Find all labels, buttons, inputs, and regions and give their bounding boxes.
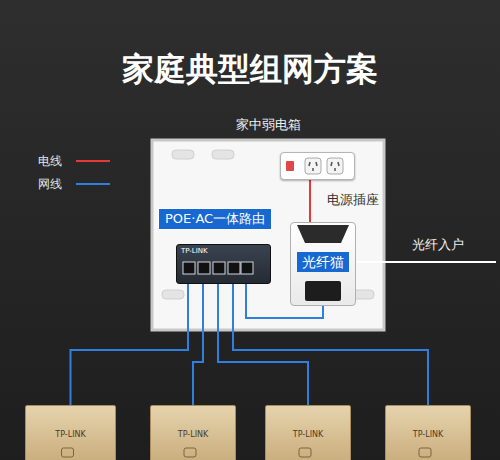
knockout-hole xyxy=(212,150,234,159)
modem-window xyxy=(305,281,341,301)
modem-badge: 光纤猫 xyxy=(297,252,349,272)
network-cable xyxy=(193,284,203,405)
cabinet-node: 电源插座POE·AC一体路由TP-LINK光纤猫家中弱电箱 xyxy=(152,140,384,330)
socket-pin xyxy=(312,168,314,171)
diagram-title: 家庭典型组网方案 xyxy=(0,48,500,92)
brand-label: TP-LINK xyxy=(386,430,470,440)
socket-symbol xyxy=(305,158,321,174)
ethernet-port xyxy=(241,262,253,274)
fiber-line xyxy=(352,261,496,263)
socket-pin xyxy=(334,168,336,171)
socket-pin xyxy=(309,162,310,166)
brand-label: TP-LINK xyxy=(26,430,115,440)
network-cable xyxy=(71,284,189,405)
panel-indicator xyxy=(299,448,311,457)
socket-pin xyxy=(316,162,317,166)
router-node: POE·AC一体路由 TP-LINK xyxy=(158,208,283,284)
legend-text: 网线 xyxy=(38,176,62,193)
panel-indicator xyxy=(419,448,431,457)
socket-pin xyxy=(331,162,332,166)
socket-label: 电源插座 xyxy=(327,191,379,209)
power-strip-sockets xyxy=(281,153,354,179)
ethernet-port xyxy=(213,262,225,274)
panel-node: TP-LINK xyxy=(265,405,351,460)
legend-line-sample xyxy=(76,183,110,185)
modem-node: 光纤猫 xyxy=(290,222,356,306)
brand-label: TP-LINK xyxy=(151,430,235,440)
ethernet-port xyxy=(183,262,195,274)
socket-pin xyxy=(338,162,339,166)
panel-node: TP-LINK xyxy=(385,405,471,460)
ethernet-port xyxy=(198,262,210,274)
switch-symbol xyxy=(286,161,294,171)
cabinet-box xyxy=(152,140,384,330)
knockout-hole xyxy=(172,150,194,159)
panel-indicator xyxy=(62,448,74,457)
socket-symbol xyxy=(327,158,343,174)
ethernet-port xyxy=(228,262,240,274)
panel-node: TP-LINK xyxy=(25,405,116,460)
knockout-hole xyxy=(162,290,184,299)
brand-label: TP-LINK xyxy=(266,430,350,440)
power-cable xyxy=(309,180,311,222)
brand-label: TP-LINK xyxy=(181,247,208,256)
panel-indicator xyxy=(184,448,196,457)
cabinet-heading: 家中弱电箱 xyxy=(152,116,384,134)
router-device: TP-LINK xyxy=(176,244,271,284)
router-badge: POE·AC一体路由 xyxy=(158,208,272,230)
modem-top-vent xyxy=(297,225,349,243)
panel-node: TP-LINK xyxy=(150,405,236,460)
legend-line-sample xyxy=(76,160,110,162)
strip-node: 电源插座 xyxy=(280,152,355,180)
legend-text: 电线 xyxy=(38,153,62,170)
callout-label: 光纤入户 xyxy=(412,236,464,254)
